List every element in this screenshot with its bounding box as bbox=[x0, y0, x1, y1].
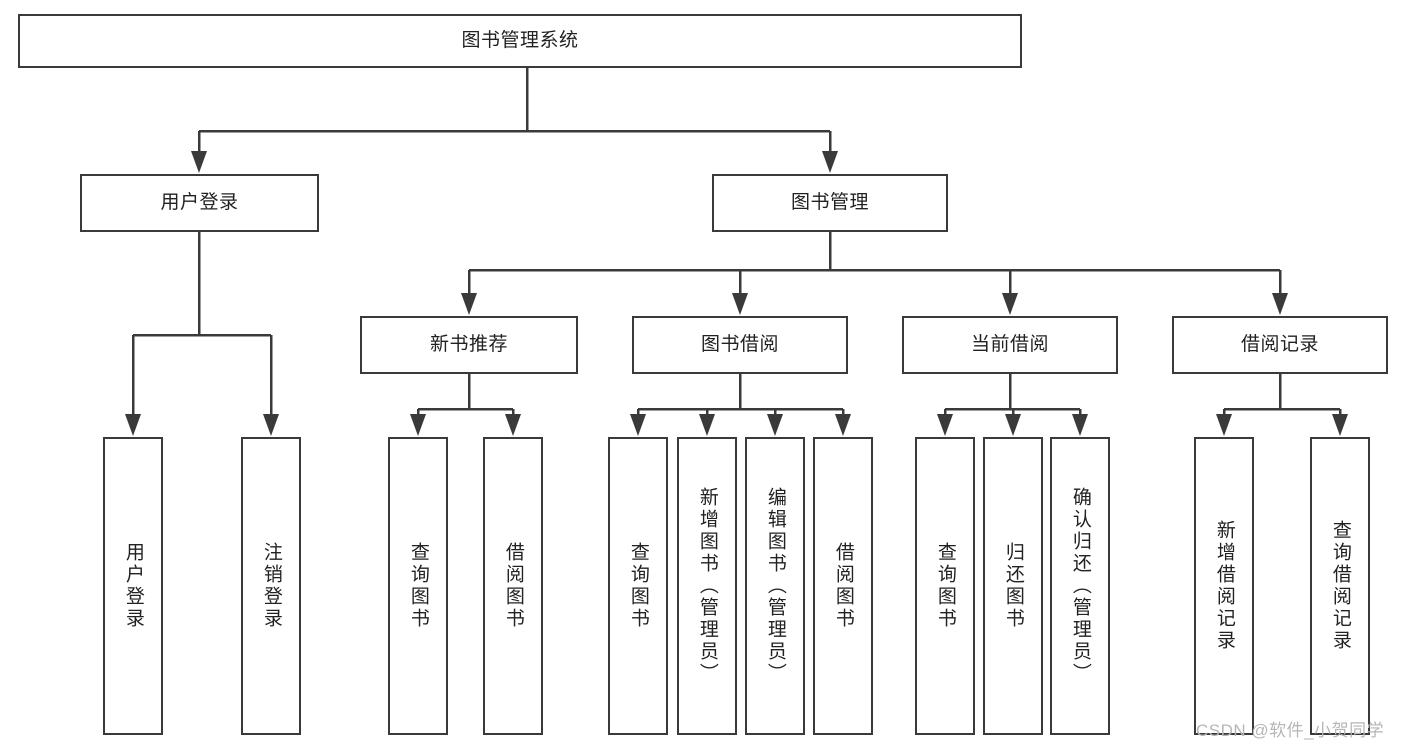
node-label: 用户登录 bbox=[122, 542, 144, 630]
node-label: 当前借阅 bbox=[970, 334, 1049, 356]
node-leaf-11-新增借阅记录[interactable]: 新增借阅记录 bbox=[1194, 437, 1254, 735]
node-level2-用户登录[interactable]: 用户登录 bbox=[80, 174, 319, 232]
node-label: 查询图书 bbox=[627, 542, 649, 630]
node-root-图书管理系统[interactable]: 图书管理系统 bbox=[18, 14, 1022, 68]
node-label: 查询图书 bbox=[407, 542, 429, 630]
node-label: 图书借阅 bbox=[700, 334, 779, 356]
node-level2-图书管理[interactable]: 图书管理 bbox=[712, 174, 948, 232]
node-leaf-7-借阅图书[interactable]: 借阅图书 bbox=[813, 437, 873, 735]
node-label: 新增借阅记录 bbox=[1213, 520, 1235, 652]
node-label: 编辑图书（管理员） bbox=[764, 487, 786, 685]
node-leaf-5-新增图书（管理员）[interactable]: 新增图书（管理员） bbox=[677, 437, 737, 735]
node-label: 图书管理系统 bbox=[461, 30, 579, 52]
node-label: 查询图书 bbox=[934, 542, 956, 630]
node-label: 借阅图书 bbox=[832, 542, 854, 630]
node-label: 用户登录 bbox=[160, 192, 239, 214]
node-label: 归还图书 bbox=[1002, 542, 1024, 630]
node-label: 借阅记录 bbox=[1240, 334, 1319, 356]
node-leaf-8-查询图书[interactable]: 查询图书 bbox=[915, 437, 975, 735]
node-leaf-9-归还图书[interactable]: 归还图书 bbox=[983, 437, 1043, 735]
node-level3-新书推荐[interactable]: 新书推荐 bbox=[360, 316, 578, 374]
node-leaf-1-注销登录[interactable]: 注销登录 bbox=[241, 437, 301, 735]
node-label: 新增图书（管理员） bbox=[696, 487, 718, 685]
node-label: 借阅图书 bbox=[502, 542, 524, 630]
node-leaf-6-编辑图书（管理员）[interactable]: 编辑图书（管理员） bbox=[745, 437, 805, 735]
node-level3-借阅记录[interactable]: 借阅记录 bbox=[1172, 316, 1388, 374]
node-leaf-12-查询借阅记录[interactable]: 查询借阅记录 bbox=[1310, 437, 1370, 735]
node-leaf-10-确认归还（管理员）[interactable]: 确认归还（管理员） bbox=[1050, 437, 1110, 735]
node-leaf-0-用户登录[interactable]: 用户登录 bbox=[103, 437, 163, 735]
node-leaf-4-查询图书[interactable]: 查询图书 bbox=[608, 437, 668, 735]
node-label: 查询借阅记录 bbox=[1329, 520, 1351, 652]
node-label: 确认归还（管理员） bbox=[1069, 487, 1091, 685]
node-label: 图书管理 bbox=[790, 192, 869, 214]
node-leaf-2-查询图书[interactable]: 查询图书 bbox=[388, 437, 448, 735]
node-level3-图书借阅[interactable]: 图书借阅 bbox=[632, 316, 848, 374]
node-level3-当前借阅[interactable]: 当前借阅 bbox=[902, 316, 1118, 374]
node-label: 注销登录 bbox=[260, 542, 282, 630]
node-label: 新书推荐 bbox=[429, 334, 508, 356]
node-leaf-3-借阅图书[interactable]: 借阅图书 bbox=[483, 437, 543, 735]
